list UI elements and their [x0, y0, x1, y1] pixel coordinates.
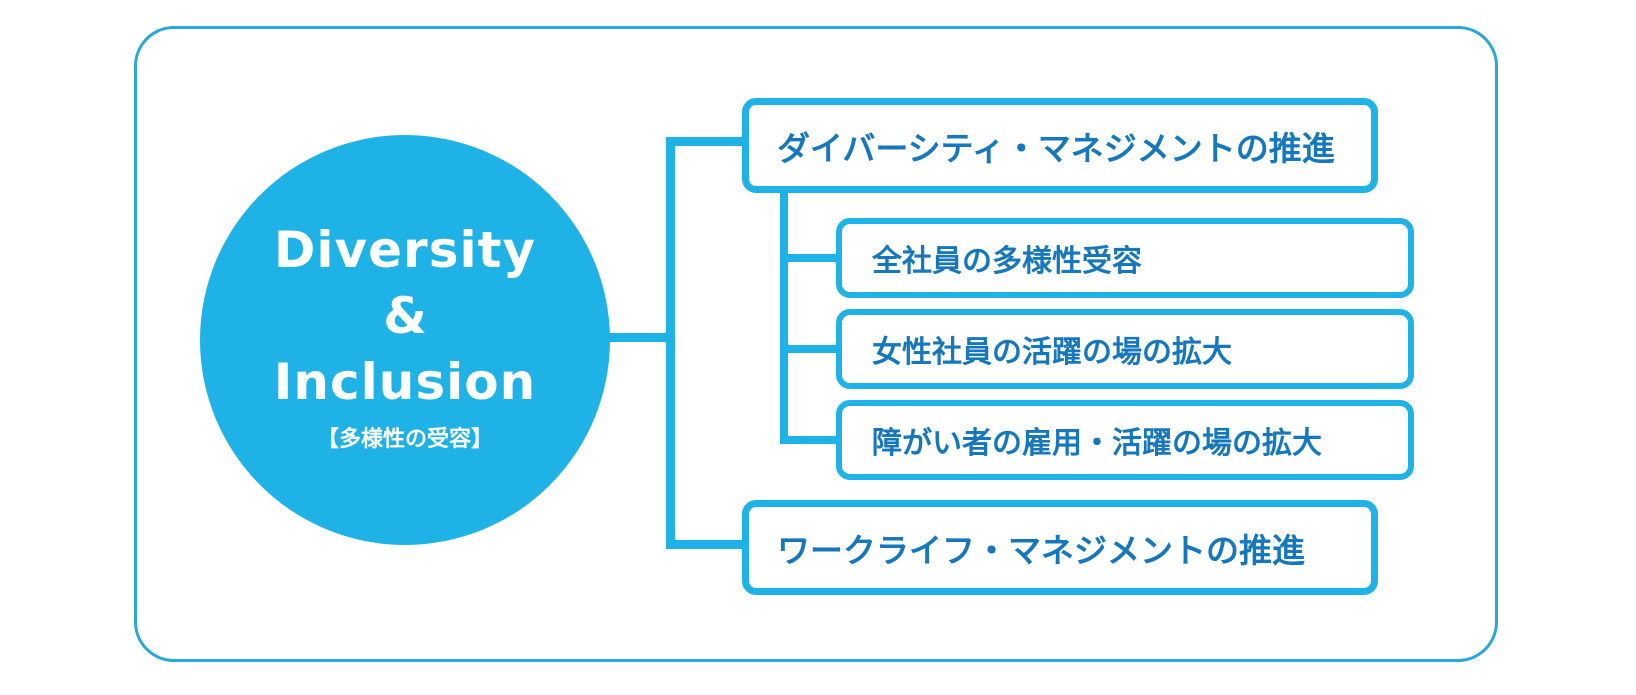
circle-ampersand: &	[383, 287, 427, 345]
diversity-inclusion-circle: Diversity & Inclusion 【多様性の受容】	[200, 135, 610, 545]
sub-item-box-2: 女性社員の活躍の場の拡大	[836, 309, 1414, 389]
sub-item-label-3: 障がい者の雇用・活躍の場の拡大	[872, 426, 1322, 461]
worklife-management-label: ワークライフ・マネジメントの推進	[777, 530, 1305, 570]
circle-title-diversity: Diversity	[273, 221, 537, 279]
sub-item-box-1: 全社員の多様性受容	[836, 218, 1414, 298]
sub-item-label-1: 全社員の多様性受容	[872, 244, 1142, 279]
circle-title-inclusion: Inclusion	[273, 353, 537, 411]
diagram-frame	[134, 26, 1498, 662]
worklife-management-box: ワークライフ・マネジメントの推進	[742, 500, 1378, 595]
diversity-management-label: ダイバーシティ・マネジメントの推進	[777, 128, 1335, 168]
sub-item-label-2: 女性社員の活躍の場の拡大	[872, 335, 1232, 370]
connector-main-trunk	[666, 137, 675, 549]
connector-circle-to-trunk	[606, 333, 674, 342]
connector-sub-trunk	[780, 188, 788, 444]
connector-to-sub-item-3	[780, 436, 838, 444]
sub-item-box-3: 障がい者の雇用・活躍の場の拡大	[836, 400, 1414, 480]
diversity-management-box: ダイバーシティ・マネジメントの推進	[742, 98, 1378, 193]
connector-to-worklife-box	[666, 540, 742, 549]
connector-to-diversity-box	[666, 137, 742, 146]
connector-to-sub-item-2	[780, 345, 838, 353]
circle-subtitle: 【多様性の受容】	[316, 427, 493, 452]
connector-to-sub-item-1	[780, 254, 838, 262]
